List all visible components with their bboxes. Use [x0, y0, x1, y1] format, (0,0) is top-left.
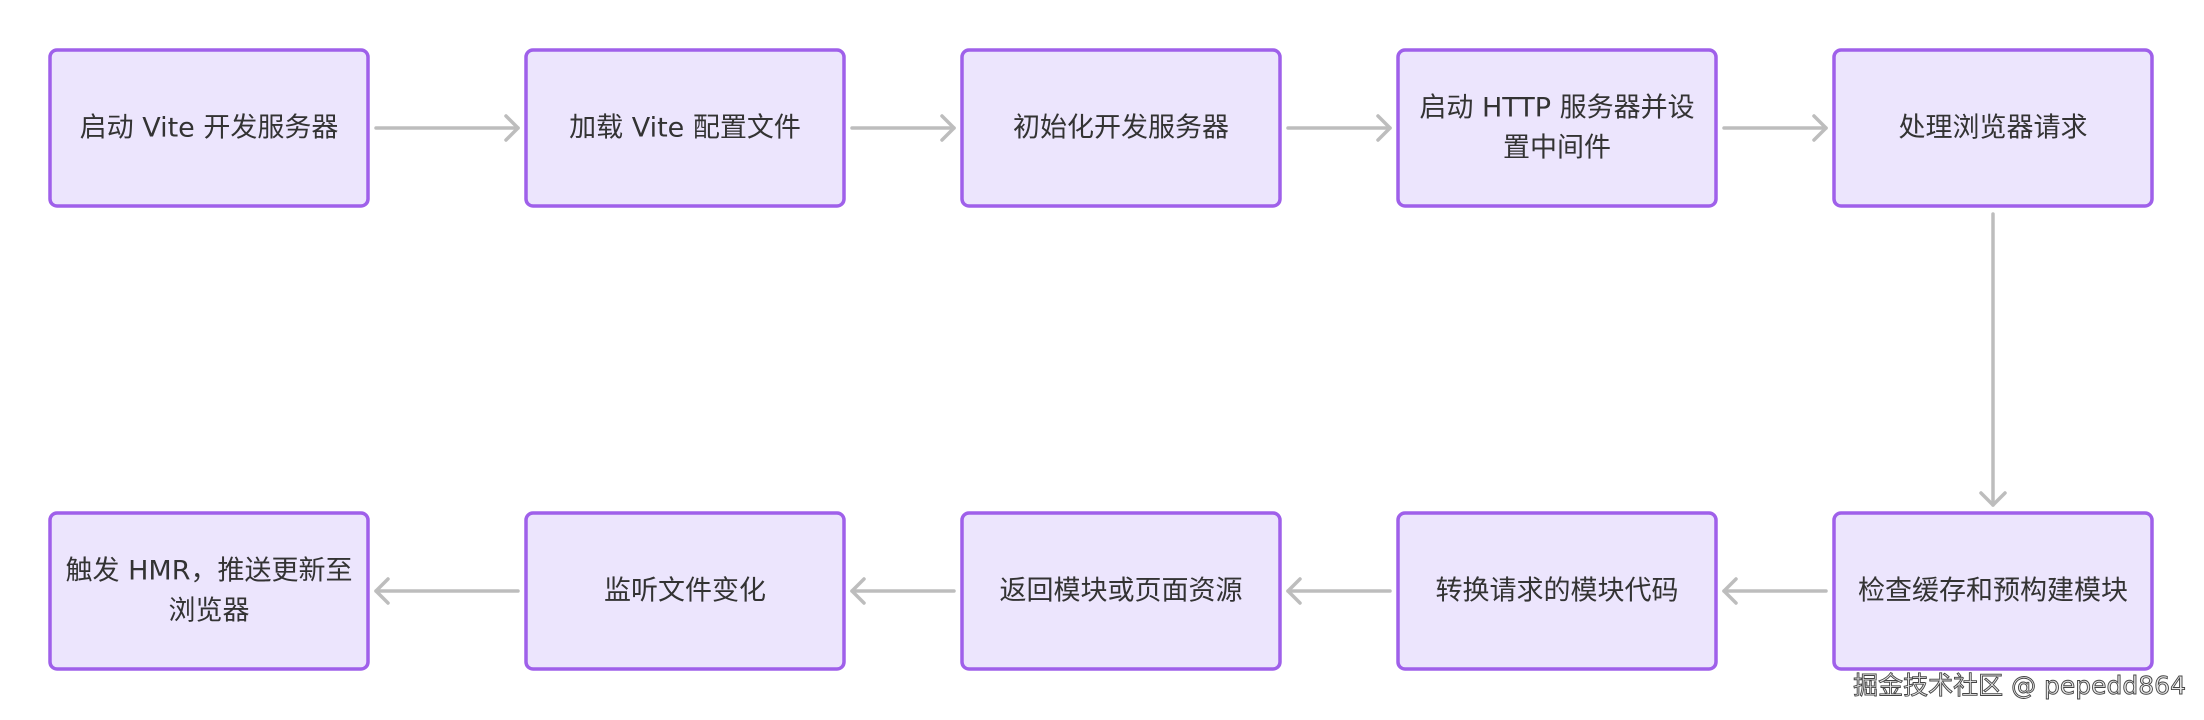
node-label-line: 返回模块或页面资源 [1000, 576, 1243, 607]
edge-arrow-transform-code-to-return-resource [1286, 577, 1392, 605]
edge-arrow-start-vite-to-load-config [374, 114, 520, 142]
node-box [48, 511, 370, 671]
node-box [1832, 511, 2154, 671]
node-label-line: 浏览器 [169, 596, 250, 627]
node-label-line: 启动 HTTP 服务器并设 [1419, 93, 1694, 124]
edge-arrow-load-config-to-init-server [850, 114, 956, 142]
node-box [960, 511, 1282, 671]
node-label-line: 监听文件变化 [604, 576, 766, 607]
edge-arrow-watch-files-to-trigger-hmr [374, 577, 520, 605]
arrowhead-icon [850, 577, 866, 605]
edges-layer [374, 114, 2007, 605]
arrowhead-icon [504, 114, 520, 142]
node-box [524, 511, 846, 671]
edge-arrow-return-resource-to-watch-files [850, 577, 956, 605]
node-box [1832, 48, 2154, 208]
flow-node-return-resource: 返回模块或页面资源 [960, 511, 1282, 671]
node-label-line: 转换请求的模块代码 [1436, 576, 1679, 607]
flow-node-start-vite: 启动 Vite 开发服务器 [48, 48, 370, 208]
node-label-line: 触发 HMR，推送更新至 [66, 556, 353, 587]
node-box [960, 48, 1282, 208]
edge-arrow-init-server-to-start-http [1286, 114, 1392, 142]
flow-node-watch-files: 监听文件变化 [524, 511, 846, 671]
flow-node-check-cache: 检查缓存和预构建模块 [1832, 511, 2154, 671]
node-box [48, 48, 370, 208]
node-label-line: 检查缓存和预构建模块 [1858, 576, 2128, 607]
edge-arrow-check-cache-to-transform-code [1722, 577, 1828, 605]
flow-node-handle-request: 处理浏览器请求 [1832, 48, 2154, 208]
nodes-layer: 启动 Vite 开发服务器 加载 Vite 配置文件 初始化开发服务器 启动 HTTP… [48, 48, 2154, 671]
flow-node-load-config: 加载 Vite 配置文件 [524, 48, 846, 208]
arrowhead-icon [1286, 577, 1302, 605]
flow-node-init-server: 初始化开发服务器 [960, 48, 1282, 208]
edge-arrow-start-http-to-handle-request [1722, 114, 1828, 142]
arrowhead-icon [1376, 114, 1392, 142]
arrowhead-icon [1722, 577, 1738, 605]
node-label-line: 启动 Vite 开发服务器 [80, 113, 339, 144]
arrowhead-icon [1979, 491, 2007, 507]
edge-arrow-handle-request-to-check-cache [1979, 212, 2007, 507]
arrowhead-icon [1812, 114, 1828, 142]
arrowhead-icon [940, 114, 956, 142]
watermark-text: 掘金技术社区 @ pepedd864 [1853, 671, 2186, 700]
node-label-line: 初始化开发服务器 [1013, 113, 1229, 144]
arrowhead-icon [374, 577, 390, 605]
node-label-line: 处理浏览器请求 [1899, 113, 2088, 144]
node-box [1396, 511, 1718, 671]
node-label-line: 置中间件 [1503, 133, 1611, 164]
node-box [524, 48, 846, 208]
flow-node-transform-code: 转换请求的模块代码 [1396, 511, 1718, 671]
node-label-line: 加载 Vite 配置文件 [569, 113, 801, 144]
node-box [1396, 48, 1718, 208]
